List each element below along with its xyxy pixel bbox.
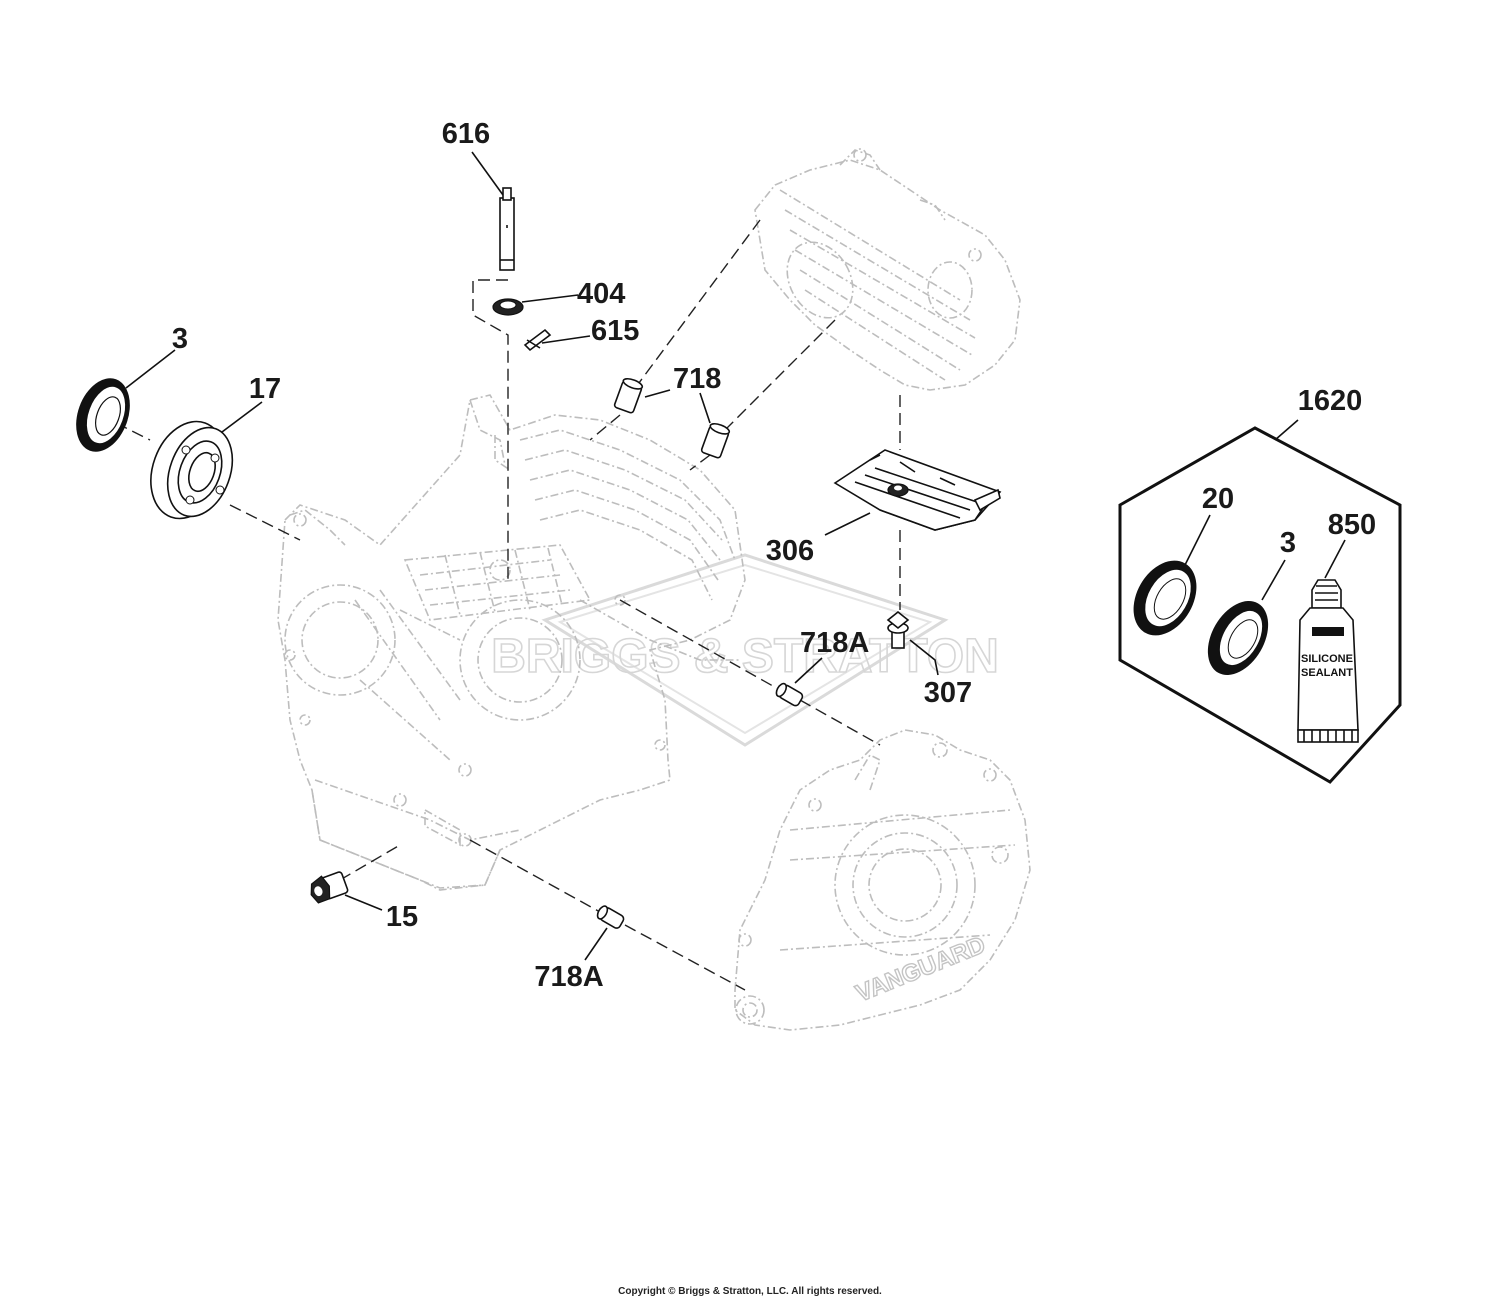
callout-718: 718 [673,363,721,395]
copyright-notice: Copyright © Briggs & Stratton, LLC. All … [618,1286,882,1297]
kit-part-3-seal [1207,601,1269,675]
crankcase-block-ghost [277,394,746,891]
callout-3-kit: 3 [1280,527,1296,559]
kit-1620-group: SILICONE SEALANT [1118,426,1402,784]
callout-404: 404 [577,278,625,310]
cylinder-head-ghost [754,148,1021,391]
part-306-baffle [833,449,1002,531]
callout-306: 306 [766,535,814,567]
callout-3-left: 3 [172,323,188,355]
callout-718a-lower: 718A [534,961,603,993]
part-615-clip [523,328,552,352]
kit-part-850-sealant-tube: SILICONE SEALANT [1297,579,1359,743]
crankcase-cover-ghost: VANGUARD [734,729,1031,1031]
callout-616: 616 [442,118,490,150]
part-307-bolt [886,610,910,649]
part-15-drain-plug [310,871,349,904]
kit-part-20-seal [1133,560,1197,636]
callout-17: 17 [249,373,281,405]
callout-615: 615 [591,315,639,347]
part-718a-upper-dowel [775,682,804,707]
tube-label-line2: SEALANT [1301,667,1353,679]
part-404-washer [492,298,524,316]
callout-15: 15 [386,901,418,933]
part-718a-lower-dowel [596,905,625,929]
callout-1620: 1620 [1298,385,1363,417]
callout-307: 307 [924,677,972,709]
watermark-text: BRIGGS & STRATTON [491,630,999,683]
tube-label-line1: SILICONE [1301,653,1353,665]
callout-labels: 616 404 615 3 17 718 306 718A 307 15 718… [172,118,1376,993]
part-3-oil-seal [76,378,130,452]
part-616-pin [499,187,515,271]
alignment-lines [99,219,901,991]
callout-850: 850 [1328,509,1376,541]
part-17-bearing [150,420,234,520]
callout-20: 20 [1202,483,1234,515]
leader-lines [125,151,1346,961]
part-718-dowels [613,377,731,459]
callout-718a-upper: 718A [800,627,869,659]
